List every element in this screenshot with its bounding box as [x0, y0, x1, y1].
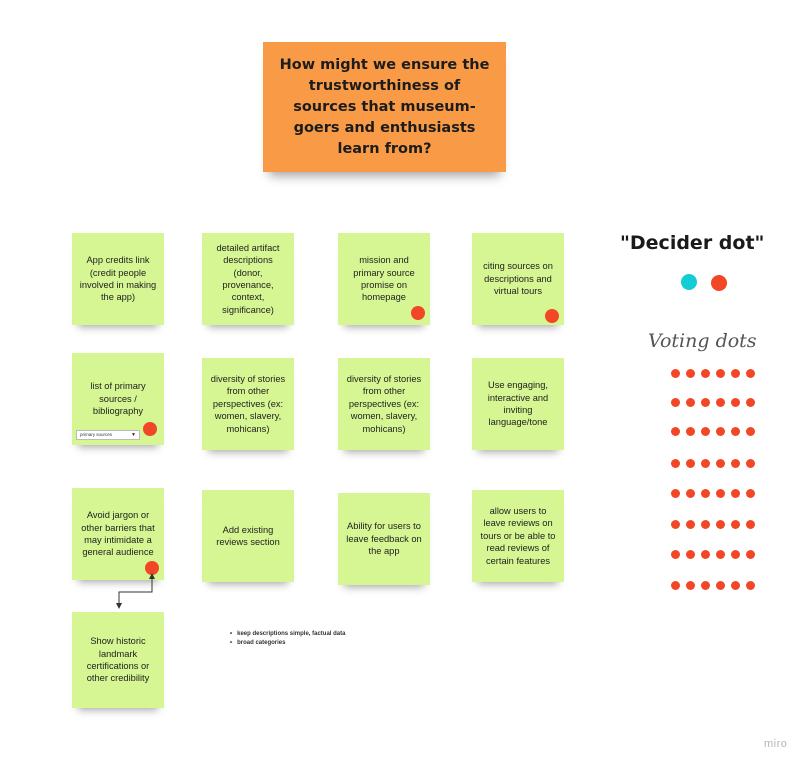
miro-watermark: miro [764, 738, 788, 750]
vote-dot[interactable] [145, 561, 159, 575]
voting-dot-row [671, 550, 755, 559]
voting-dots-title: Voting dots [648, 330, 757, 352]
voting-dot[interactable] [716, 369, 725, 378]
sticky-note-diversity-stories[interactable]: diversity of stories from other perspect… [202, 358, 294, 450]
voting-dot-row [671, 489, 755, 498]
vote-dot[interactable] [545, 309, 559, 323]
voting-dot[interactable] [686, 427, 695, 436]
voting-dot[interactable] [686, 369, 695, 378]
decider-dot-red[interactable] [711, 275, 727, 291]
voting-dot[interactable] [731, 489, 740, 498]
voting-dot[interactable] [746, 369, 755, 378]
hmw-question-note[interactable]: How might we ensure the trustworthiness … [263, 42, 506, 172]
voting-dot[interactable] [746, 427, 755, 436]
voting-dot[interactable] [671, 427, 680, 436]
voting-dot[interactable] [671, 550, 680, 559]
voting-dot[interactable] [716, 520, 725, 529]
voting-dot[interactable] [701, 427, 710, 436]
voting-dot-row [671, 398, 755, 407]
dropdown-value: primary sources [80, 432, 113, 437]
voting-dot[interactable] [716, 581, 725, 590]
sticky-note-citing-sources[interactable]: citing sources on descriptions and virtu… [472, 233, 564, 325]
voting-dot-row [671, 581, 755, 590]
voting-dot[interactable] [716, 427, 725, 436]
chevron-down-icon: ▼ [131, 432, 136, 438]
sticky-note-artifact-descriptions[interactable]: detailed artifact descriptions (donor, p… [202, 233, 294, 325]
decider-dot-cyan[interactable] [681, 274, 697, 290]
voting-dot[interactable] [746, 489, 755, 498]
voting-dot[interactable] [671, 369, 680, 378]
voting-dot[interactable] [716, 398, 725, 407]
bullet-item: keep descriptions simple, factual data [230, 630, 345, 639]
voting-dot-row [671, 369, 755, 378]
voting-dot[interactable] [671, 581, 680, 590]
sticky-note-mission-promise[interactable]: mission and primary source promise on ho… [338, 233, 430, 325]
bullet-item: broad categories [230, 639, 345, 648]
voting-dot[interactable] [716, 489, 725, 498]
voting-dot[interactable] [731, 581, 740, 590]
decider-dot-title: "Decider dot" [620, 232, 765, 254]
voting-dot[interactable] [716, 459, 725, 468]
vote-dot[interactable] [411, 306, 425, 320]
voting-dot[interactable] [686, 550, 695, 559]
voting-dot-row [671, 520, 755, 529]
voting-dot[interactable] [746, 581, 755, 590]
voting-dot[interactable] [701, 489, 710, 498]
vote-dot[interactable] [143, 422, 157, 436]
voting-dot[interactable] [701, 459, 710, 468]
voting-dot[interactable] [731, 398, 740, 407]
voting-dot-row [671, 459, 755, 468]
voting-dot-row [671, 427, 755, 436]
voting-dot[interactable] [671, 520, 680, 529]
voting-dot[interactable] [686, 520, 695, 529]
voting-dot[interactable] [731, 369, 740, 378]
voting-dot[interactable] [701, 520, 710, 529]
voting-dot[interactable] [686, 489, 695, 498]
voting-dot[interactable] [731, 520, 740, 529]
voting-dot[interactable] [731, 427, 740, 436]
primary-sources-dropdown[interactable]: primary sources ▼ [76, 430, 140, 440]
sticky-note-app-credits[interactable]: App credits link (credit people involved… [72, 233, 164, 325]
voting-dot[interactable] [746, 520, 755, 529]
voting-dot[interactable] [746, 398, 755, 407]
voting-dot[interactable] [671, 459, 680, 468]
sticky-note-existing-reviews[interactable]: Add existing reviews section [202, 490, 294, 582]
voting-dot[interactable] [701, 581, 710, 590]
voting-dot[interactable] [671, 398, 680, 407]
voting-dot[interactable] [686, 581, 695, 590]
notes-bullet-list[interactable]: keep descriptions simple, factual data b… [230, 630, 345, 648]
voting-dot[interactable] [746, 459, 755, 468]
voting-dot[interactable] [686, 459, 695, 468]
sticky-note-feedback[interactable]: Ability for users to leave feedback on t… [338, 493, 430, 585]
voting-dot[interactable] [731, 459, 740, 468]
sticky-note-engaging-language[interactable]: Use engaging, interactive and inviting l… [472, 358, 564, 450]
voting-dot[interactable] [701, 398, 710, 407]
voting-dot[interactable] [686, 398, 695, 407]
sticky-note-landmark-certifications[interactable]: Show historic landmark certifications or… [72, 612, 164, 708]
voting-dot[interactable] [701, 550, 710, 559]
sticky-note-avoid-jargon[interactable]: Avoid jargon or other barriers that may … [72, 488, 164, 580]
voting-dot[interactable] [671, 489, 680, 498]
voting-dot[interactable] [731, 550, 740, 559]
voting-dot[interactable] [746, 550, 755, 559]
voting-dot[interactable] [716, 550, 725, 559]
sticky-note-reviews-on-tours[interactable]: allow users to leave reviews on tours or… [472, 490, 564, 582]
voting-dot[interactable] [701, 369, 710, 378]
sticky-note-diversity-stories-duplicate[interactable]: diversity of stories from other perspect… [338, 358, 430, 450]
